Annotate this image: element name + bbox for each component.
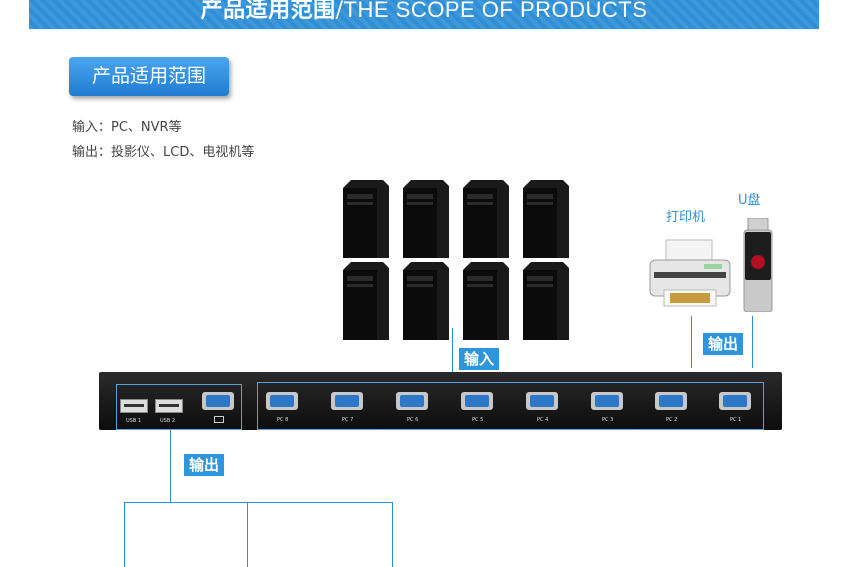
pc-tower-icon xyxy=(343,262,389,340)
usb-port xyxy=(120,399,148,413)
output-right-tag: 输出 xyxy=(703,333,744,355)
usb-port-label: USB 1 xyxy=(126,418,142,424)
vga-port-label: PC 3 xyxy=(602,417,614,423)
usb-drive-label: U盘 xyxy=(738,193,761,208)
vga-port-label: PC 1 xyxy=(730,417,742,423)
output-left-connector-line xyxy=(170,430,171,502)
pc-tower-icon xyxy=(523,180,569,258)
printer-icon xyxy=(646,238,734,310)
vga-port-label: PC 2 xyxy=(666,417,678,423)
vga-port xyxy=(719,392,751,410)
vga-port xyxy=(526,392,558,410)
output-left-tag: 输出 xyxy=(184,454,225,476)
vga-port xyxy=(331,392,363,410)
vga-port xyxy=(655,392,687,410)
output-branch-line xyxy=(392,502,393,567)
input-connector-line xyxy=(452,328,453,376)
top-banner: 产品适用范围/THE SCOPE OF PRODUCTS xyxy=(29,0,819,29)
output-description: 输出：投影仪、LCD、电视机等 xyxy=(72,145,255,160)
printer-label: 打印机 xyxy=(666,210,706,225)
output-branch-line xyxy=(124,502,125,567)
kvm-switch: USB 1 USB 2 PC 8 PC 7 PC 6 PC 5 PC 4 PC … xyxy=(99,372,782,430)
banner-title-en: THE SCOPE OF PRODUCTS xyxy=(343,0,648,22)
console-vga-port xyxy=(202,392,234,410)
banner-title-cn: 产品适用范围 xyxy=(200,0,336,23)
input-description: 输入：PC、NVR等 xyxy=(72,120,182,135)
pc-tower-icon xyxy=(463,262,509,340)
vga-port-label: PC 8 xyxy=(277,417,289,423)
output-right-connector-line xyxy=(752,316,753,368)
output-right-connector-line xyxy=(691,316,692,368)
vga-port-label: PC 4 xyxy=(537,417,549,423)
vga-port xyxy=(396,392,428,410)
usb-port-label: USB 2 xyxy=(160,418,176,424)
pc-tower-icon xyxy=(343,180,389,258)
input-tag: 输入 xyxy=(459,348,500,370)
vga-port-label: PC 5 xyxy=(472,417,484,423)
usb-port xyxy=(155,399,183,413)
vga-port xyxy=(461,392,493,410)
vga-port xyxy=(591,392,623,410)
output-branch-line xyxy=(247,502,248,567)
monitor-icon xyxy=(214,416,224,423)
usb-drive-icon xyxy=(742,217,774,313)
section-title-button: 产品适用范围 xyxy=(69,57,229,96)
banner-separator: / xyxy=(335,0,344,23)
vga-port-label: PC 6 xyxy=(407,417,419,423)
vga-port-label: PC 7 xyxy=(342,417,354,423)
pc-tower-icon xyxy=(463,180,509,258)
console-port-group xyxy=(116,384,242,430)
pc-tower-icon xyxy=(403,262,449,340)
vga-port xyxy=(266,392,298,410)
pc-tower-icon xyxy=(523,262,569,340)
pc-tower-icon xyxy=(403,180,449,258)
banner-title: 产品适用范围/THE SCOPE OF PRODUCTS xyxy=(29,0,819,24)
output-branch-line xyxy=(124,502,392,503)
pc-port-group xyxy=(257,382,764,430)
